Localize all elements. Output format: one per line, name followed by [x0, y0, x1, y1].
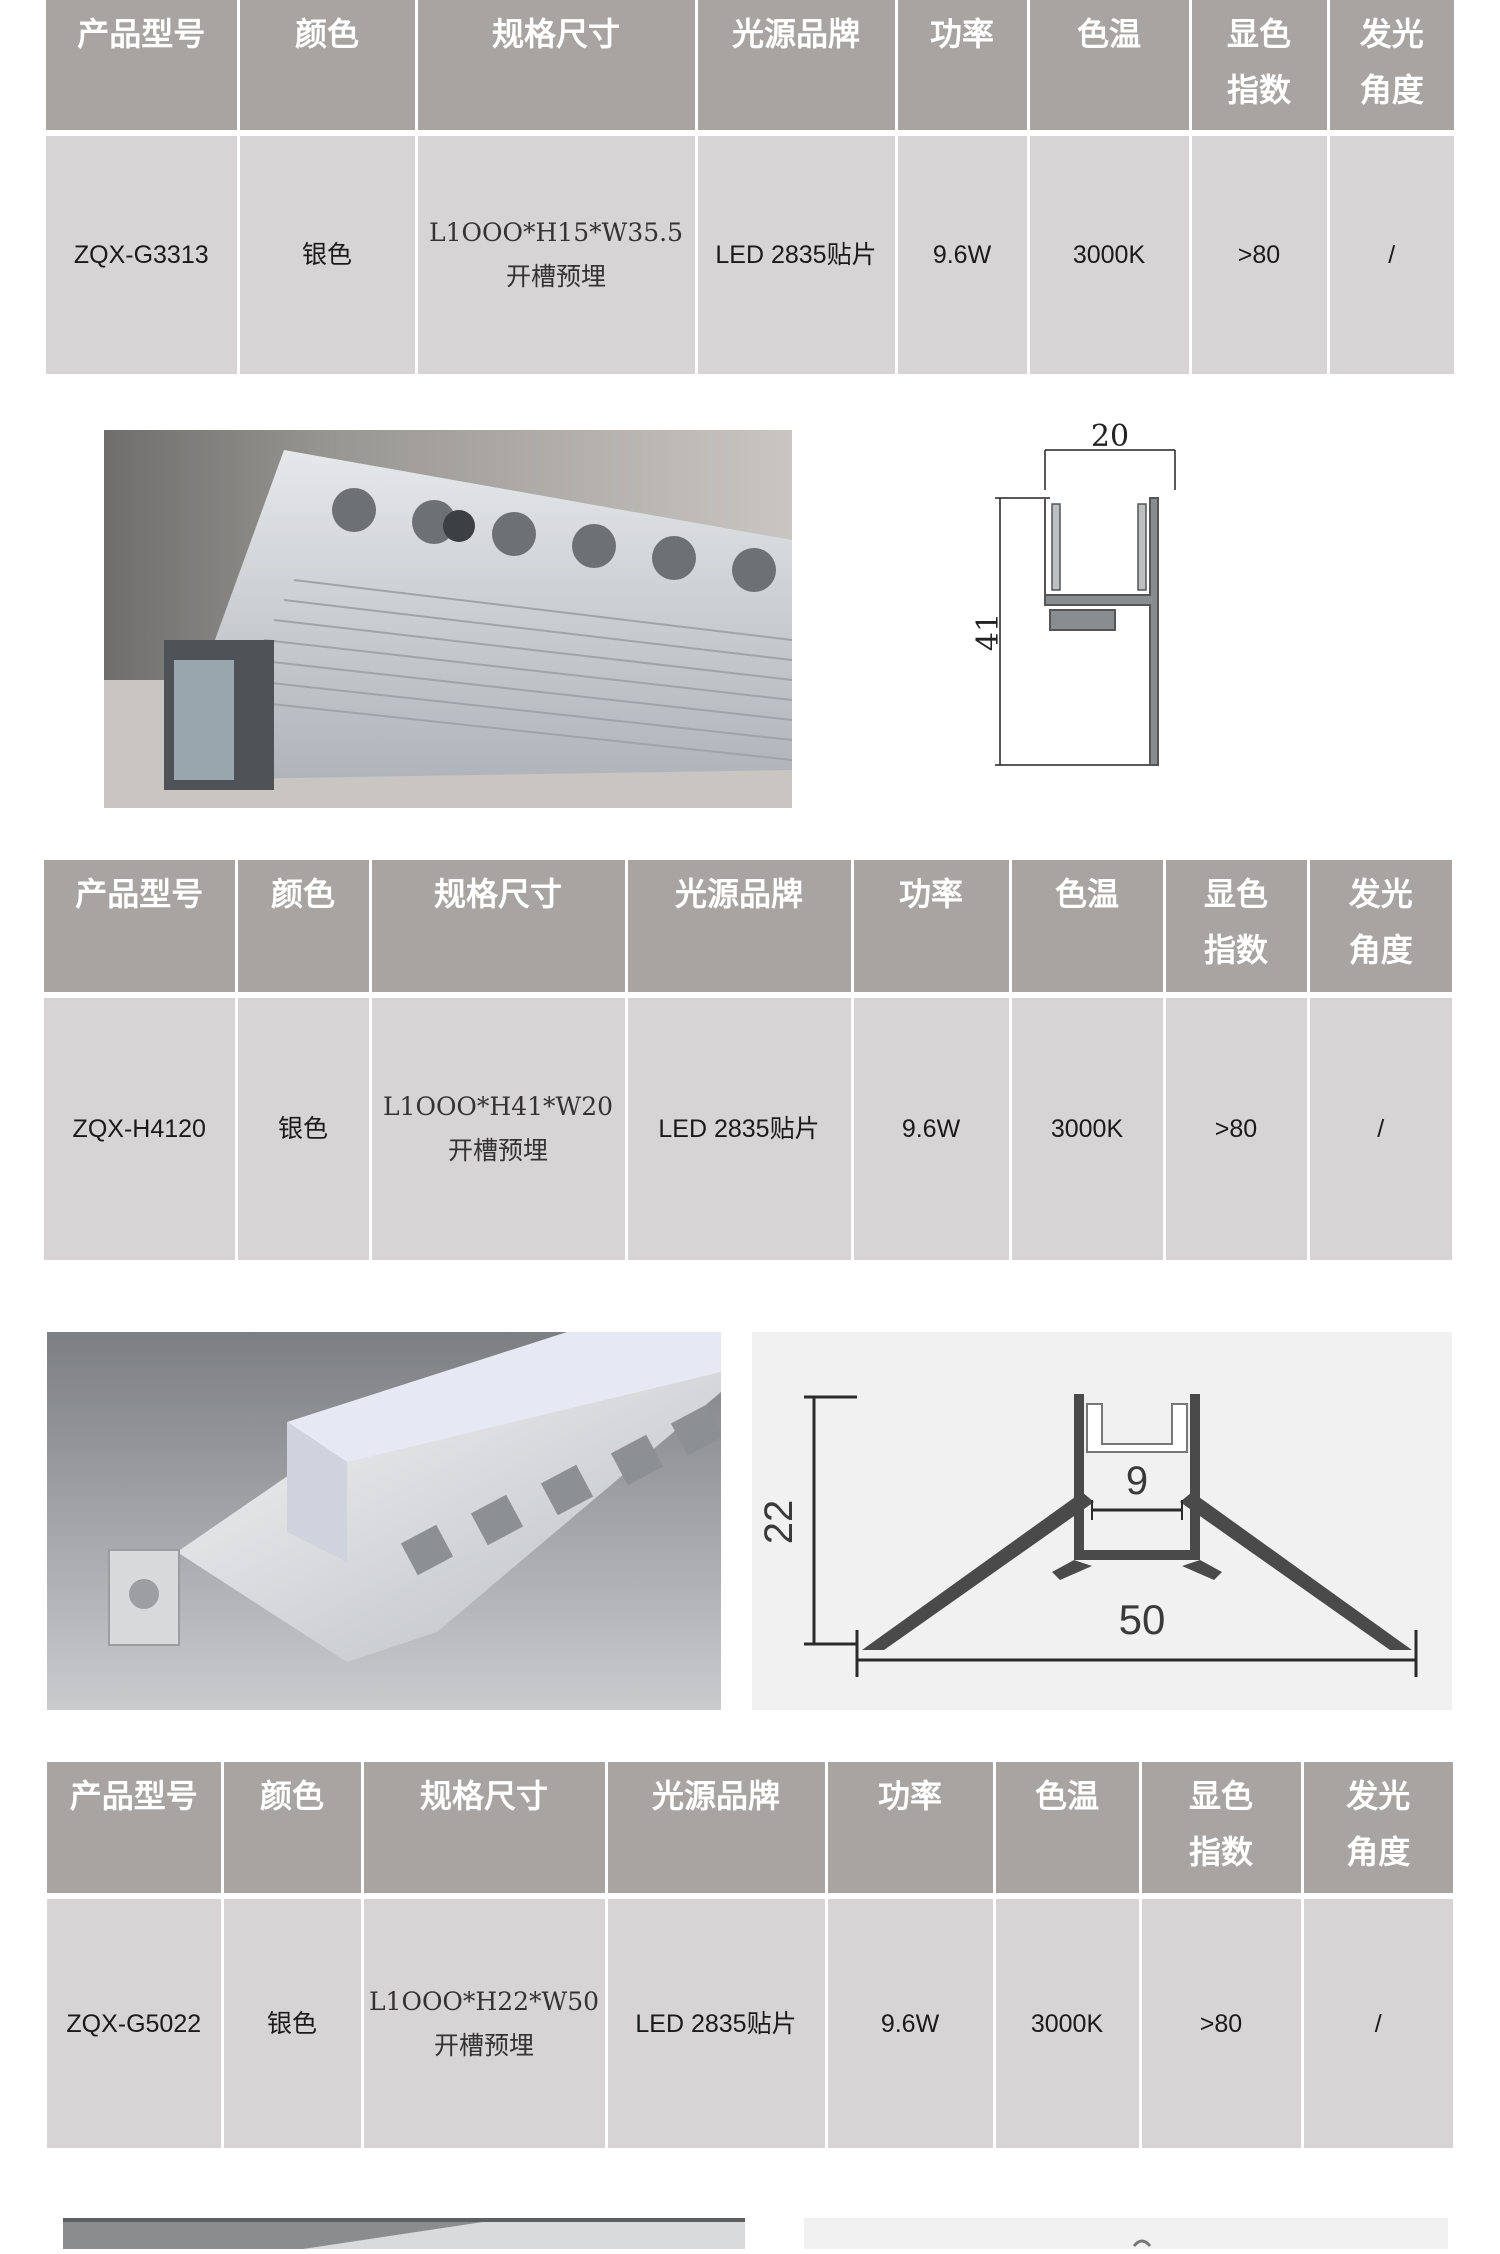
size-line2: 开槽预埋: [505, 262, 606, 291]
cell-beam-angle: /: [1328, 133, 1454, 374]
header-size: 规格尺寸: [370, 860, 628, 998]
width-dimension-label: 20: [1091, 420, 1129, 454]
cell-color-temp: 3000K: [1010, 995, 1166, 1260]
header-color-temp: 色温: [1028, 0, 1192, 136]
cell-light-source: LED 2835贴片: [696, 133, 898, 374]
header-size: 规格尺寸: [416, 0, 698, 136]
cell-light-source: LED 2835贴片: [606, 1896, 828, 2148]
cell-cri: >80: [1190, 133, 1330, 374]
cell-power: 9.6W: [826, 1896, 996, 2148]
profile-photo-graphic: [104, 430, 792, 808]
header-light-source: 光源品牌: [606, 1762, 828, 1899]
size-line1: L1OOO*H41*W20: [382, 1092, 614, 1121]
height-dimension-label: 41: [971, 613, 1006, 651]
profile-diagram-3: [804, 2218, 1448, 2249]
spec-table: 产品型号 颜色 规格尺寸 光源品牌 功率 色温 显色 指数 发光 角度 ZQX-…: [44, 860, 1452, 1260]
product-photo-3: [63, 2218, 745, 2249]
cell-model: ZQX-H4120: [44, 995, 238, 1260]
header-size: 规格尺寸: [362, 1762, 608, 1899]
header-model: 产品型号: [47, 1762, 224, 1899]
cell-size: L1OOO*H41*W20 开槽预埋: [370, 995, 628, 1260]
profile-diagram-1: 20 41: [950, 419, 1210, 780]
size-line1: L1OOO*H15*W35.5: [429, 218, 683, 247]
cell-color: 银色: [222, 1896, 364, 2148]
header-light-source: 光源品牌: [696, 0, 898, 136]
cell-color: 银色: [236, 995, 372, 1260]
header-power: 功率: [826, 1762, 996, 1899]
table-row: ZQX-G3313 银色 L1OOO*H15*W35.5 开槽预埋 LED 28…: [46, 133, 1454, 374]
header-model: 产品型号: [44, 860, 238, 998]
cell-cri: >80: [1140, 1896, 1304, 2148]
height-dimension-label: 22: [757, 1500, 801, 1545]
header-beam-angle: 发光 角度: [1328, 0, 1454, 136]
product-photo-1: [104, 430, 792, 808]
cell-size: L1OOO*H15*W35.5 开槽预埋: [416, 133, 698, 374]
cell-beam-angle: /: [1302, 1896, 1453, 2148]
header-color-temp: 色温: [1010, 860, 1166, 998]
header-cri: 显色 指数: [1140, 1762, 1304, 1899]
header-beam-angle: 发光 角度: [1308, 860, 1452, 998]
profile-diagram-2: 22 50 9: [752, 1332, 1452, 1710]
spec-table-2: 产品型号 颜色 规格尺寸 光源品牌 功率 色温 显色 指数 发光 角度 ZQX-…: [44, 860, 1452, 1260]
inner-dimension-label: 9: [1126, 1459, 1148, 1503]
cell-cri: >80: [1164, 995, 1310, 1260]
cell-color: 银色: [238, 133, 418, 374]
partial-photo-graphic: [63, 2218, 745, 2249]
cell-model: ZQX-G3313: [46, 133, 240, 374]
width-dimension-label: 50: [1119, 1596, 1166, 1643]
cell-color-temp: 3000K: [1028, 133, 1192, 374]
header-color-temp: 色温: [994, 1762, 1142, 1899]
spec-table: 产品型号 颜色 规格尺寸 光源品牌 功率 色温 显色 指数 发光 角度 ZQX-…: [47, 1762, 1453, 2148]
header-cri: 显色 指数: [1190, 0, 1330, 136]
cell-color-temp: 3000K: [994, 1896, 1142, 2148]
table-row: ZQX-G5022 银色 L1OOO*H22*W50 开槽预埋 LED 2835…: [47, 1896, 1453, 2148]
header-light-source: 光源品牌: [626, 860, 854, 998]
size-line1: L1OOO*H22*W50: [368, 1986, 600, 2016]
table-row: ZQX-H4120 银色 L1OOO*H41*W20 开槽预埋 LED 2835…: [44, 995, 1452, 1260]
cell-light-source: LED 2835贴片: [626, 995, 854, 1260]
cell-size: L1OOO*H22*W50 开槽预埋: [362, 1896, 608, 2148]
header-color: 颜色: [236, 860, 372, 998]
size-line2: 开槽预埋: [433, 2030, 534, 2060]
corner-profile-photo-graphic: [47, 1332, 721, 1710]
cell-power: 9.6W: [896, 133, 1030, 374]
spec-table-1: 产品型号 颜色 规格尺寸 光源品牌 功率 色温 显色 指数 发光 角度 ZQX-…: [46, 0, 1454, 374]
header-cri: 显色 指数: [1164, 860, 1310, 998]
dimension-drawing: 20 41: [971, 419, 1176, 766]
spec-table: 产品型号 颜色 规格尺寸 光源品牌 功率 色温 显色 指数 发光 角度 ZQX-…: [46, 0, 1454, 374]
dimension-drawing: 22 50 9: [757, 1394, 1418, 1677]
cell-model: ZQX-G5022: [47, 1896, 224, 2148]
partial-dimension-drawing: [804, 2218, 1448, 2249]
spec-table-3: 产品型号 颜色 规格尺寸 光源品牌 功率 色温 显色 指数 发光 角度 ZQX-…: [47, 1762, 1453, 2148]
product-photo-2: [47, 1332, 721, 1710]
cell-beam-angle: /: [1308, 995, 1452, 1260]
header-color: 颜色: [222, 1762, 364, 1899]
cell-power: 9.6W: [852, 995, 1012, 1260]
header-beam-angle: 发光 角度: [1302, 1762, 1453, 1899]
header-color: 颜色: [238, 0, 418, 136]
header-power: 功率: [852, 860, 1012, 998]
header-power: 功率: [896, 0, 1030, 136]
size-line2: 开槽预埋: [447, 1136, 548, 1165]
header-model: 产品型号: [46, 0, 240, 136]
